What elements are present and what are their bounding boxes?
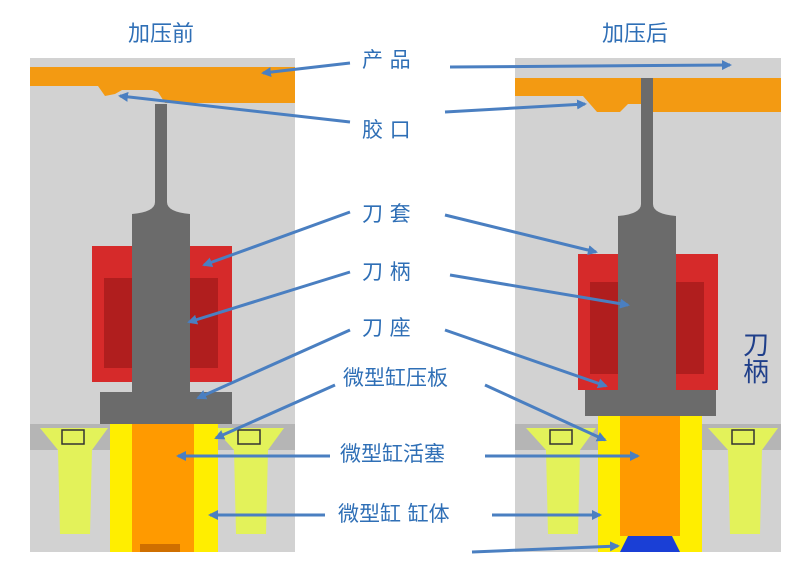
screw-head-left-2 bbox=[237, 429, 261, 445]
assembly-before bbox=[30, 58, 295, 552]
label-knife-sleeve: 刀 套 bbox=[362, 202, 411, 226]
knife-handle-left bbox=[100, 202, 232, 424]
knife-needle-left bbox=[155, 104, 167, 202]
sleeve-shade-right bbox=[590, 282, 618, 374]
screw-right-2 bbox=[708, 428, 778, 534]
label-cyl-piston: 微型缸活塞 bbox=[340, 442, 445, 466]
arrow-oil-right bbox=[471, 541, 620, 554]
arrow-handle-left bbox=[187, 270, 351, 325]
piston-left bbox=[132, 424, 194, 552]
sleeve-shade-left bbox=[104, 278, 132, 368]
side-label-line1: 刀 bbox=[742, 331, 769, 361]
arrow-gate-right bbox=[444, 99, 587, 114]
knife-handle-right bbox=[585, 204, 716, 416]
label-gate: 胶 口 bbox=[362, 118, 411, 142]
screw-head-left-1 bbox=[61, 429, 85, 445]
label-product: 产 品 bbox=[362, 48, 411, 72]
screw-head-right-2 bbox=[731, 429, 755, 445]
label-cyl-press-plate: 微型缸压板 bbox=[343, 366, 448, 390]
label-cyl-body: 微型缸 缸体 bbox=[338, 502, 450, 526]
side-label-line2: 柄 bbox=[742, 358, 769, 389]
arrow-plate-right bbox=[484, 383, 607, 442]
assembly-after bbox=[515, 58, 781, 552]
arrow-sleeve-left bbox=[202, 210, 351, 267]
side-label-knife-handle: 刀 柄 bbox=[741, 331, 771, 389]
label-knife-seat: 刀 座 bbox=[362, 316, 411, 340]
arrow-seat-left bbox=[196, 328, 351, 400]
oil-chamber-right bbox=[620, 536, 680, 552]
piston-right bbox=[620, 416, 680, 536]
sleeve-shade-left-r bbox=[190, 278, 218, 368]
arrow-sleeve-right bbox=[444, 213, 598, 255]
arrow-seat-right bbox=[444, 328, 608, 389]
piston-base-left bbox=[140, 544, 180, 552]
arrow-product-left bbox=[261, 61, 351, 78]
product-left bbox=[30, 67, 295, 103]
arrow-handle-right bbox=[449, 273, 630, 309]
title-after: 加压后 bbox=[602, 22, 669, 47]
callout-arrows bbox=[118, 60, 732, 554]
label-knife-handle: 刀 柄 bbox=[362, 260, 411, 284]
arrow-product-right bbox=[449, 60, 732, 71]
screw-head-right-1 bbox=[549, 429, 573, 445]
title-before: 加压前 bbox=[128, 22, 195, 47]
knife-needle-right bbox=[641, 78, 653, 204]
arrow-plate-left bbox=[214, 383, 336, 440]
screw-left-1 bbox=[40, 428, 108, 534]
sleeve-shade-right-r bbox=[676, 282, 704, 374]
arrow-gate-left bbox=[118, 91, 351, 124]
